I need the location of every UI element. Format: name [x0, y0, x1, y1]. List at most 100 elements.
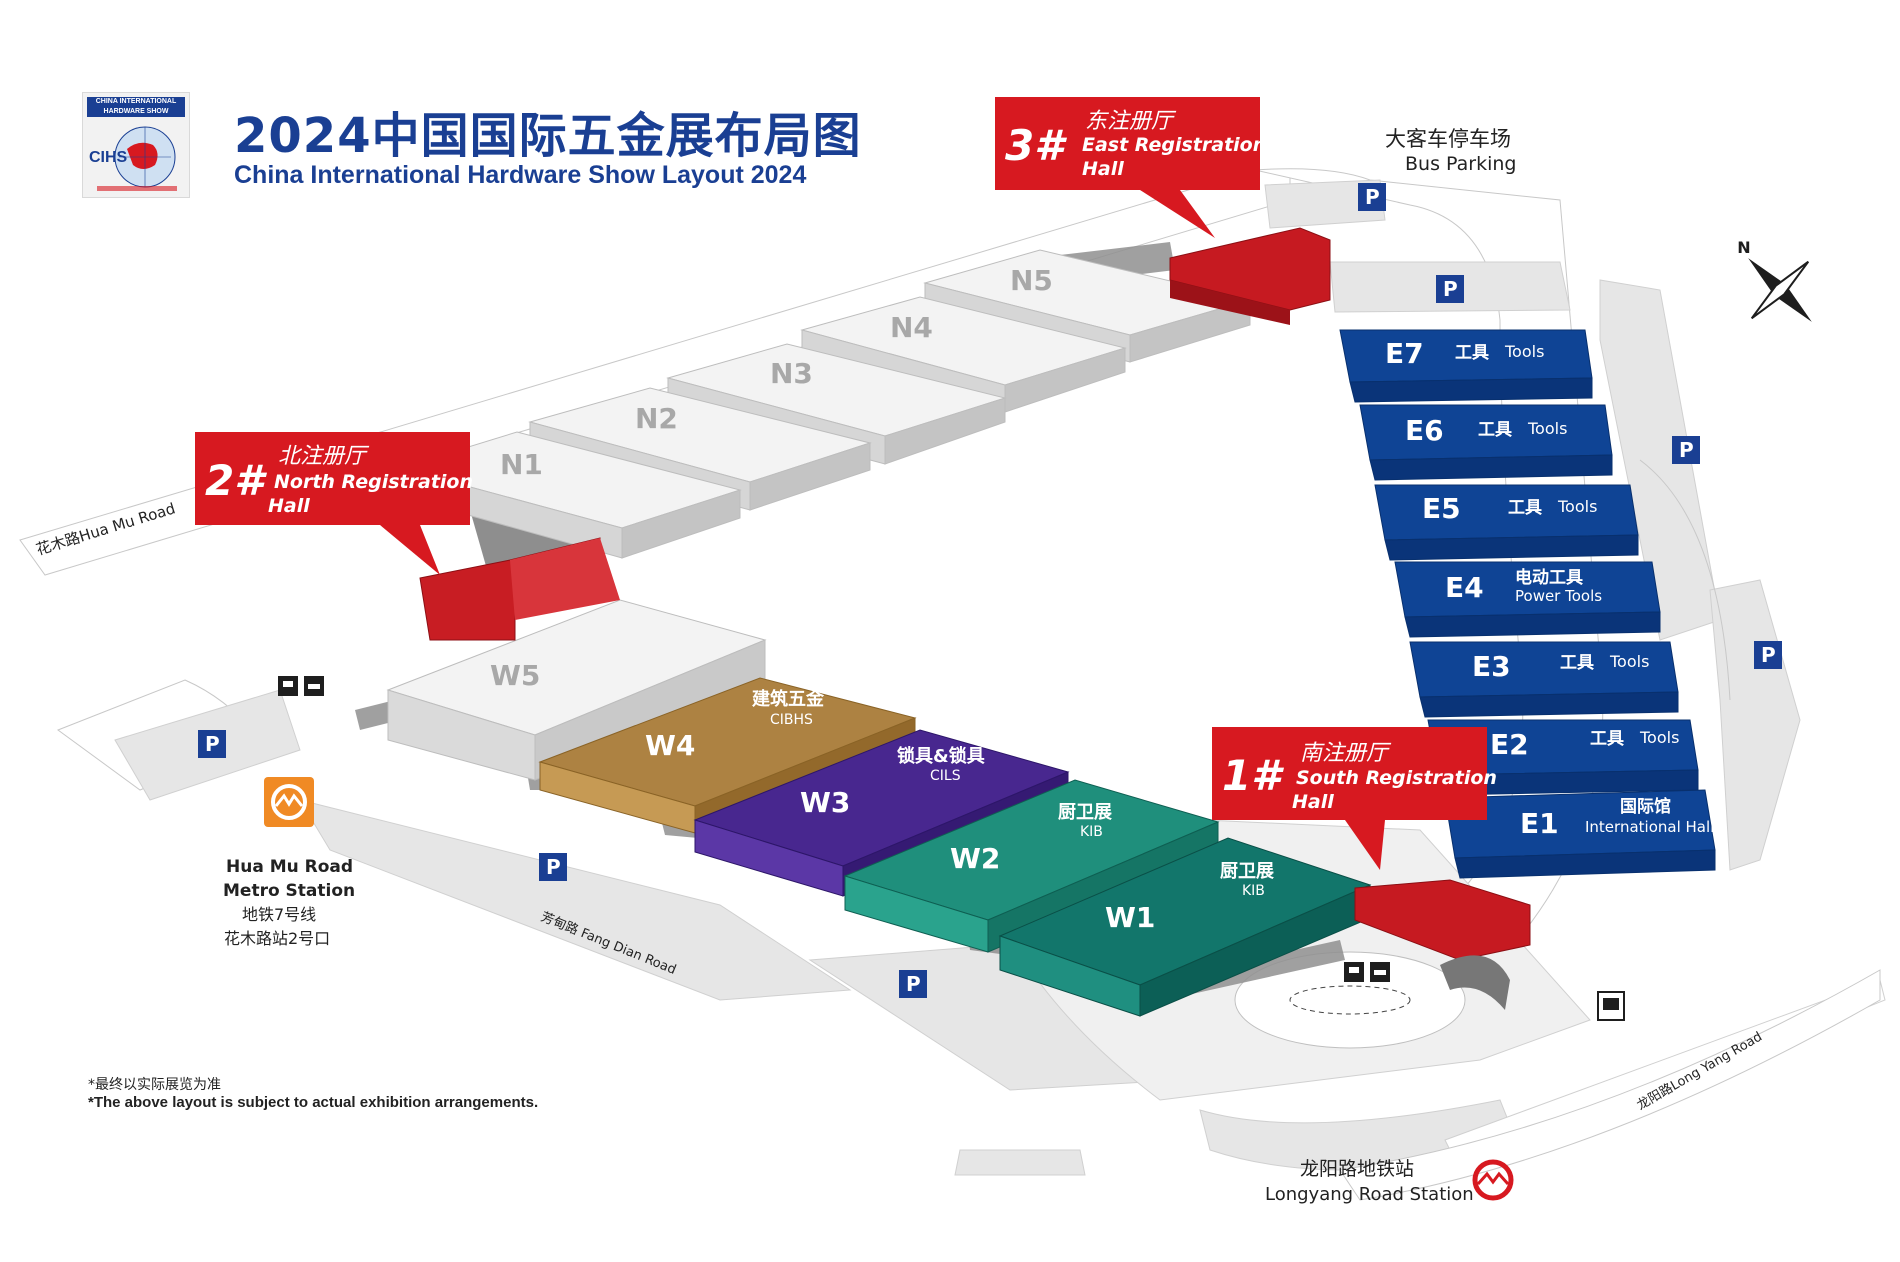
hall-w1-cn: 厨卫展 — [1220, 861, 1275, 882]
metro-icon — [1472, 1159, 1514, 1201]
east-halls: E7 工具 Tools E6 工具 Tools E5 工具 Tools E4 电… — [1339, 329, 1716, 879]
bus-parking-cn: 大客车停车场 — [1385, 127, 1511, 151]
hall-e3-cn: 工具 — [1560, 653, 1594, 673]
hall-e4-cn: 电动工具 — [1515, 567, 1583, 588]
hall-label-n4: N4 — [890, 311, 933, 344]
hall-e3-en: Tools — [1609, 652, 1649, 671]
reg-buildings — [419, 227, 1531, 1010]
hall-e6-cn: 工具 — [1478, 420, 1512, 440]
reg-callout-north: 2# 北注册厅 North Registration Hall — [195, 432, 473, 575]
parking-icon: P — [1436, 275, 1464, 303]
parking-icon: P — [1672, 436, 1700, 464]
huamu-station-en1: Hua Mu Road — [226, 857, 353, 877]
reg-north-cn: 北注册厅 — [278, 444, 370, 469]
hall-label-e4: E4 — [1445, 571, 1484, 604]
hall-e2-en: Tools — [1639, 728, 1679, 747]
parking-icon: P — [198, 730, 226, 758]
hall-e7-cn: 工具 — [1455, 343, 1489, 363]
hall-label-n3: N3 — [770, 357, 813, 390]
hall-w4-en: CIBHS — [770, 712, 813, 728]
parking-icon: P — [1754, 641, 1782, 669]
parking-icon: P — [899, 970, 927, 998]
longyang-station-cn: 龙阳路地铁站 — [1300, 1158, 1414, 1180]
reg-east-num: 3# — [1005, 121, 1067, 170]
longyang-station-en: Longyang Road Station — [1265, 1184, 1474, 1205]
reg-north-en2: Hall — [268, 495, 310, 517]
hall-label-e5: E5 — [1422, 492, 1461, 525]
hall-w2-cn: 厨卫展 — [1058, 802, 1113, 823]
parking-icons: P P P P P P P — [198, 183, 1782, 998]
compass-icon: N — [1737, 238, 1812, 322]
hall-e5-cn: 工具 — [1508, 498, 1542, 518]
svg-text:P: P — [546, 855, 561, 879]
reg-north-num: 2# — [205, 456, 267, 505]
cihs-logo: CHINA INTERNATIONAL HARDWARE SHOW CIHS — [82, 92, 190, 198]
huamu-station-cn1: 地铁7号线 — [242, 905, 316, 924]
reg-south-en1: South Registration — [1296, 767, 1497, 789]
hall-e2-cn: 工具 — [1590, 729, 1624, 749]
hall-e4-en: Power Tools — [1515, 587, 1602, 605]
hall-e2 — [1427, 719, 1699, 796]
hall-e6 — [1359, 404, 1613, 481]
hall-e6-en: Tools — [1527, 419, 1567, 438]
hall-e1-en: International Hall — [1585, 818, 1714, 836]
hall-w3-cn: 锁具&锁具 — [897, 745, 985, 767]
hall-label-w1: W1 — [1105, 901, 1155, 934]
hall-label-n2: N2 — [635, 402, 678, 435]
reg-south-cn: 南注册厅 — [1300, 741, 1392, 766]
metro-icon — [264, 777, 314, 827]
logo-mark: CIHS — [89, 149, 128, 166]
bus-icon — [1344, 962, 1364, 982]
hall-label-e2: E2 — [1490, 728, 1529, 761]
svg-text:P: P — [205, 732, 220, 756]
reg-north-en1: North Registration — [274, 471, 473, 493]
hall-label-w3: W3 — [800, 786, 850, 819]
car-icon — [304, 676, 324, 696]
globe-icon — [97, 126, 177, 191]
hall-e7-en: Tools — [1504, 342, 1544, 361]
reg-east-en1: East Registration — [1082, 134, 1266, 156]
hall-w3-en: CILS — [930, 768, 961, 784]
svg-text:P: P — [1761, 643, 1776, 667]
reg-south-num: 1# — [1222, 751, 1284, 800]
hall-w2-en: KIB — [1080, 824, 1103, 840]
transit-icons — [278, 676, 1625, 1021]
svg-text:P: P — [1679, 438, 1694, 462]
bus-parking-en: Bus Parking — [1405, 153, 1516, 175]
hall-label-e1: E1 — [1520, 807, 1559, 840]
hall-w1-en: KIB — [1242, 883, 1265, 899]
hall-label-e6: E6 — [1405, 414, 1444, 447]
reg-east-en2: Hall — [1082, 158, 1124, 180]
hall-e3 — [1409, 641, 1679, 718]
hall-e1-cn: 国际馆 — [1620, 796, 1671, 817]
hall-e1 — [1444, 789, 1716, 879]
svg-text:N: N — [1737, 238, 1750, 257]
reg-callout-south: 1# 南注册厅 South Registration Hall — [1212, 727, 1497, 870]
north-halls: N5 N4 N3 N2 N1 — [398, 249, 1252, 559]
hall-e4 — [1394, 561, 1661, 638]
hall-w5: W5 — [386, 599, 767, 781]
hall-e7 — [1339, 329, 1593, 403]
reg-callout-east: 3# 东注册厅 East Registration Hall — [995, 97, 1266, 238]
hall-label-n5: N5 — [1010, 264, 1053, 297]
reg-south-en2: Hall — [1292, 791, 1334, 813]
hall-label-e3: E3 — [1472, 650, 1511, 683]
bus-icon — [278, 676, 298, 696]
svg-text:P: P — [1443, 277, 1458, 301]
hall-label-w5: W5 — [490, 659, 540, 692]
svg-text:P: P — [906, 972, 921, 996]
bus-icon — [1597, 991, 1625, 1021]
hall-e5 — [1374, 484, 1639, 561]
parking-icon: P — [1358, 183, 1386, 211]
hall-w1: W1 厨卫展 KIB — [998, 837, 1372, 1017]
footnote-en: *The above layout is subject to actual e… — [88, 1094, 539, 1111]
car-icon — [1370, 962, 1390, 982]
hall-w4-cn: 建筑五金 — [752, 688, 825, 710]
hall-e5-en: Tools — [1557, 497, 1597, 516]
hall-label-w4: W4 — [645, 729, 695, 762]
huamu-station-cn2: 花木路站2号口 — [224, 929, 330, 948]
logo-band-text: CHINA INTERNATIONAL HARDWARE SHOW — [87, 97, 185, 117]
svg-text:P: P — [1365, 185, 1380, 209]
reg-east-cn: 东注册厅 — [1085, 109, 1177, 134]
